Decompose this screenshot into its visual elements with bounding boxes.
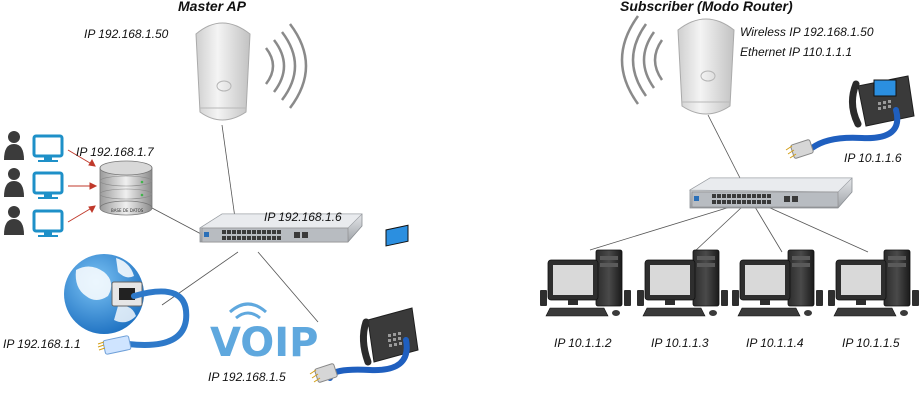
internet-ethernet-cable-icon <box>97 288 190 355</box>
desktop-pc-icon <box>540 249 631 317</box>
link-server-switch <box>151 207 204 236</box>
user-icon <box>4 206 24 235</box>
voip-phone-ip: IP 192.168.1.5 <box>208 370 286 384</box>
subscriber-wireless-ip: Wireless IP 192.168.1.50 <box>740 25 874 39</box>
link-switch-pc1 <box>589 206 731 251</box>
database-caption: BASE DE DATOS <box>111 208 144 213</box>
pc-ip-label: IP 10.1.1.3 <box>651 336 709 350</box>
subscriber-pcs: IP 10.1.1.2 IP 10.1.1.3 IP 10.1.1.4 IP 10.1… <box>540 249 919 350</box>
subscriber-phone-ip: IP 10.1.1.6 <box>844 151 902 165</box>
internet-globe-icon <box>64 254 144 334</box>
monitor-icon <box>32 134 64 162</box>
subscriber-ethernet-ip: Ethernet IP 110.1.1.1 <box>740 45 852 59</box>
pc-ip-label: IP 10.1.1.4 <box>746 336 804 350</box>
internet-ip: IP 192.168.1.1 <box>3 337 81 351</box>
switch-ports <box>712 194 798 204</box>
master-switch-icon <box>198 213 363 243</box>
subscriber-ip-phone-icon <box>849 75 915 128</box>
master-switch-ip: IP 192.168.1.6 <box>264 210 342 224</box>
user-icon <box>4 131 24 160</box>
link-switch-internet <box>161 251 239 306</box>
voip-logo-text: VOIP <box>210 320 318 366</box>
user-icon <box>4 168 24 197</box>
desktop-pc-icon <box>732 249 823 317</box>
link-subap-switch <box>707 114 741 179</box>
pc-ip-label: IP 10.1.1.2 <box>554 336 612 350</box>
switch-ports <box>222 230 308 240</box>
database-server-icon <box>99 160 153 216</box>
connection-lines <box>151 114 869 323</box>
desktop-pc-icon <box>828 249 919 317</box>
link-switch-pc3 <box>754 206 783 253</box>
master-ap-device <box>195 22 251 121</box>
master-phone-cable-icon <box>309 337 410 383</box>
server-ip: IP 192.168.1.7 <box>76 145 155 159</box>
link-switch-pc2 <box>693 206 743 253</box>
master-wifi-signal-icon <box>264 23 308 109</box>
voip-logo: VOIP <box>210 302 318 366</box>
link-ap-switch <box>221 124 236 219</box>
master-ap-ip: IP 192.168.1.50 <box>84 27 169 41</box>
subscriber-phone-cable-icon <box>785 107 901 159</box>
monitor-icon <box>32 171 64 199</box>
subscriber-ap-device <box>677 18 735 115</box>
subscriber-wifi-signal-icon <box>620 15 664 105</box>
user-workstations <box>4 131 64 237</box>
master-ip-phone-icon <box>359 224 419 366</box>
subscriber-switch-icon <box>688 177 853 209</box>
pc-ip-label: IP 10.1.1.5 <box>842 336 900 350</box>
desktop-pc-icon <box>637 249 728 317</box>
link-switch-pc4 <box>767 206 869 253</box>
user-arrows <box>67 149 98 223</box>
subscriber-title: Subscriber (Modo Router) <box>620 0 793 14</box>
master-title: Master AP <box>178 0 247 14</box>
voip-wifi-icon <box>229 302 267 320</box>
link-switch-voip <box>257 251 319 323</box>
monitor-icon <box>32 209 64 237</box>
